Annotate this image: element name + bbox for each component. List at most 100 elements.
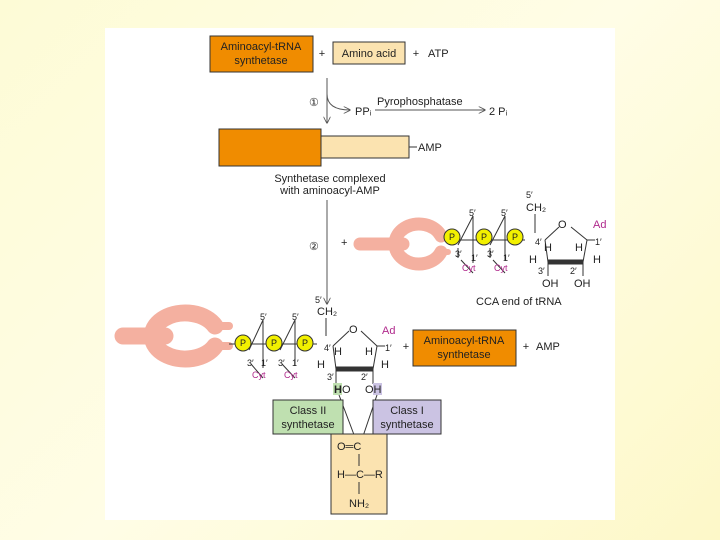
hydrogen-label: H xyxy=(317,359,325,371)
class1-label-2: synthetase xyxy=(380,419,433,431)
carbonyl-label: O═C xyxy=(337,441,361,453)
phosphate-circle xyxy=(296,334,314,352)
plus-sign-2: + xyxy=(413,48,419,60)
nucleotide-links-lower xyxy=(248,319,296,379)
ring-oxygen: O xyxy=(558,219,567,231)
step1-number: ① xyxy=(309,97,319,109)
plus-sign-product: + xyxy=(403,341,409,353)
hydrogen-label: H xyxy=(334,346,342,358)
hydrogen-label: H xyxy=(575,242,583,254)
adenine-label: Ad xyxy=(382,325,395,337)
hydroxyl-label: OH xyxy=(542,278,559,290)
synthetase-box-product xyxy=(412,329,517,367)
prime-label: 4′ xyxy=(535,237,542,247)
synthetase-label-product-2: synthetase xyxy=(437,349,490,361)
cyt-label: Cyt xyxy=(494,263,508,273)
synthetase-box-top xyxy=(209,35,314,73)
trna-shape-lower xyxy=(114,304,233,368)
amino-acid-label: Amino acid xyxy=(342,48,396,60)
ribose-ring-upper xyxy=(544,226,595,276)
hydrogen-label: H xyxy=(381,359,389,371)
synthetase-label-top-2: synthetase xyxy=(234,55,287,67)
class2-box xyxy=(272,399,344,435)
plus-sign-step2: + xyxy=(341,237,347,249)
prime-label: 3′ xyxy=(278,358,285,368)
ho-h-label: H xyxy=(334,384,342,396)
prime-label: 1′ xyxy=(595,237,602,247)
phosphate-circle xyxy=(443,228,461,246)
slide-panel: Aminoacyl-tRNA synthetase + Amino acid +… xyxy=(105,28,615,520)
plus-sign: + xyxy=(319,48,325,60)
prime-label: 5′ xyxy=(469,208,476,218)
prime-label: 1′ xyxy=(261,358,268,368)
amino-acid-box xyxy=(332,41,406,65)
prime-label: 4′ xyxy=(324,343,331,353)
phosphate-label: P xyxy=(240,338,246,348)
prime-label: 2′ xyxy=(570,266,577,276)
prime-label: 3′ xyxy=(487,249,494,259)
class1-box xyxy=(372,399,442,435)
phosphate-label: P xyxy=(302,338,308,348)
amp-label: AMP xyxy=(418,142,442,154)
complex-caption-1: Synthetase complexed xyxy=(274,173,385,185)
class2-label-2: synthetase xyxy=(281,419,334,431)
amine-label: NH₂ xyxy=(349,498,369,510)
hydrogen-label: H xyxy=(365,346,373,358)
phosphate-label: P xyxy=(481,232,487,242)
phosphate-circle xyxy=(506,228,524,246)
adenine-label: Ad xyxy=(593,219,606,231)
phosphate-label: P xyxy=(512,232,518,242)
synthetase-box-complex xyxy=(218,128,322,167)
ppi-label: PPᵢ xyxy=(355,106,372,118)
prime-label: 5′ xyxy=(260,312,267,322)
hydrogen-label: H xyxy=(544,242,552,254)
cyt-label: Cyt xyxy=(462,263,476,273)
aminoacyl-amp-box xyxy=(320,135,410,159)
prime-label: 5′ xyxy=(292,312,299,322)
hydroxyl-label: OH xyxy=(365,384,382,396)
ch2-label: CH₂ xyxy=(526,202,546,214)
prime-label: 3′ xyxy=(455,249,462,259)
prime-label: 3′ xyxy=(538,266,545,276)
class2-label-1: Class II xyxy=(290,405,327,417)
phosphates-lower: P P P xyxy=(234,334,314,352)
phosphate-circle xyxy=(265,334,283,352)
prime-label: 3′ xyxy=(327,372,334,382)
hydrogen-label: H xyxy=(593,254,601,266)
ring-oxygen: O xyxy=(349,324,358,336)
phosphate-label: P xyxy=(271,338,277,348)
prime-label: 3′ xyxy=(247,358,254,368)
prime-label: 5′ xyxy=(315,295,322,305)
prime-label: 1′ xyxy=(471,253,478,263)
pyrophosphatase-label: Pyrophosphatase xyxy=(377,96,463,108)
amino-acid-structure-box xyxy=(330,433,388,515)
synthetase-label-product-1: Aminoacyl-tRNA xyxy=(424,335,505,347)
highlight-h-right xyxy=(373,383,382,395)
hydrogen-label: H xyxy=(529,254,537,266)
phosphates-upper: P P P xyxy=(443,228,524,246)
prime-label: 5′ xyxy=(501,208,508,218)
pi-product-label: 2 Pᵢ xyxy=(489,106,508,118)
complex-caption-2: with aminoacyl-AMP xyxy=(279,185,380,197)
cyt-label: Cyt xyxy=(284,370,298,380)
prime-label: 1′ xyxy=(385,343,392,353)
synthetase-label-top-1: Aminoacyl-tRNA xyxy=(221,41,302,53)
atp-label: ATP xyxy=(428,48,449,60)
class1-label-1: Class I xyxy=(390,405,424,417)
ribose-ring-lower xyxy=(332,330,385,384)
amp-label-product: AMP xyxy=(536,341,560,353)
phosphate-circle xyxy=(234,334,252,352)
ho-o-label: O xyxy=(342,384,351,396)
cca-caption: CCA end of tRNA xyxy=(476,296,562,308)
plus-sign-product-2: + xyxy=(523,341,529,353)
alpha-carbon-label: H—C—R xyxy=(337,469,383,481)
prime-label: 1′ xyxy=(292,358,299,368)
step2-number: ② xyxy=(309,241,319,253)
phosphate-circle xyxy=(475,228,493,246)
phosphate-label: P xyxy=(449,232,455,242)
trna-shape-upper xyxy=(353,217,451,271)
aminoacylation-diagram: Aminoacyl-tRNA synthetase + Amino acid +… xyxy=(114,35,606,515)
ch2-label: CH₂ xyxy=(317,306,337,318)
cyt-label: Cyt xyxy=(252,370,266,380)
prime-label: 1′ xyxy=(503,253,510,263)
